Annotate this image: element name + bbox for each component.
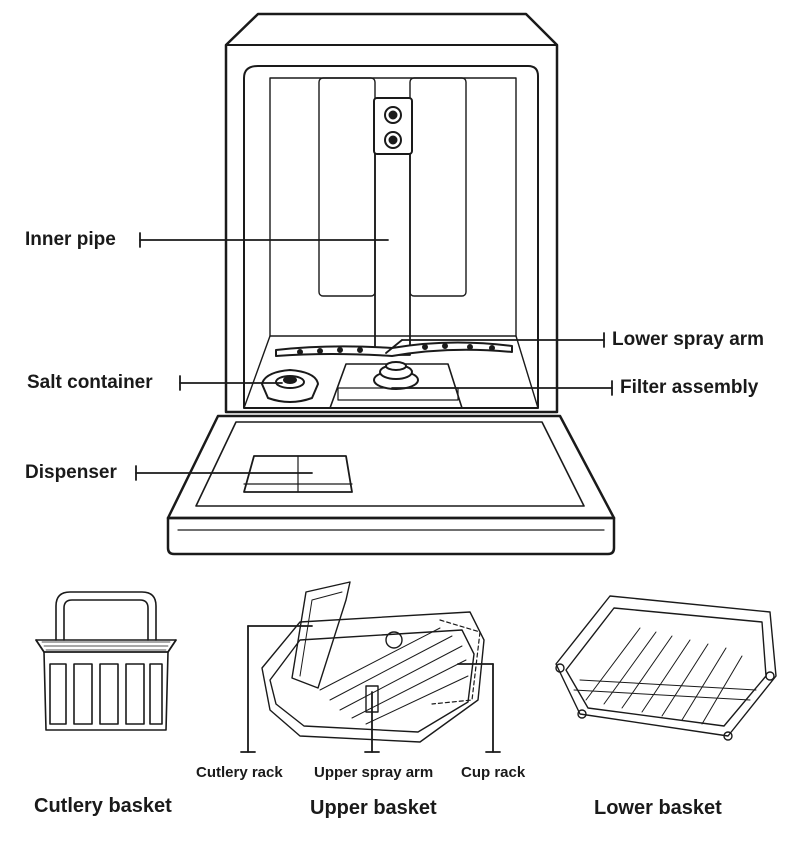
upper-basket-caption: Upper basket bbox=[310, 797, 437, 819]
cutlery-basket-caption: Cutlery basket bbox=[34, 795, 172, 817]
cutlery-rack-label: Cutlery rack bbox=[196, 764, 283, 781]
dishwasher-door bbox=[168, 416, 614, 554]
salt-container-drawing bbox=[262, 370, 318, 402]
dishwasher-body bbox=[226, 14, 557, 412]
cup-rack-label: Cup rack bbox=[461, 764, 526, 781]
dispenser-label: Dispenser bbox=[25, 462, 117, 483]
salt-container-label: Salt container bbox=[27, 372, 153, 393]
filter-assembly-label: Filter assembly bbox=[620, 377, 759, 398]
lower-basket-drawing bbox=[556, 596, 776, 740]
dispenser-drawing bbox=[244, 456, 352, 492]
cutlery-basket-drawing bbox=[36, 592, 176, 730]
inner-pipe-label: Inner pipe bbox=[25, 229, 116, 250]
lower-basket-caption: Lower basket bbox=[594, 797, 722, 819]
upper-spray-arm-label: Upper spray arm bbox=[314, 764, 434, 781]
lower-spray-arm-label: Lower spray arm bbox=[612, 329, 765, 350]
callout-leaders bbox=[136, 233, 612, 480]
lower-spray-arm-drawing bbox=[276, 342, 512, 356]
upper-basket-drawing bbox=[241, 582, 500, 752]
filter-assembly-drawing bbox=[330, 362, 462, 408]
